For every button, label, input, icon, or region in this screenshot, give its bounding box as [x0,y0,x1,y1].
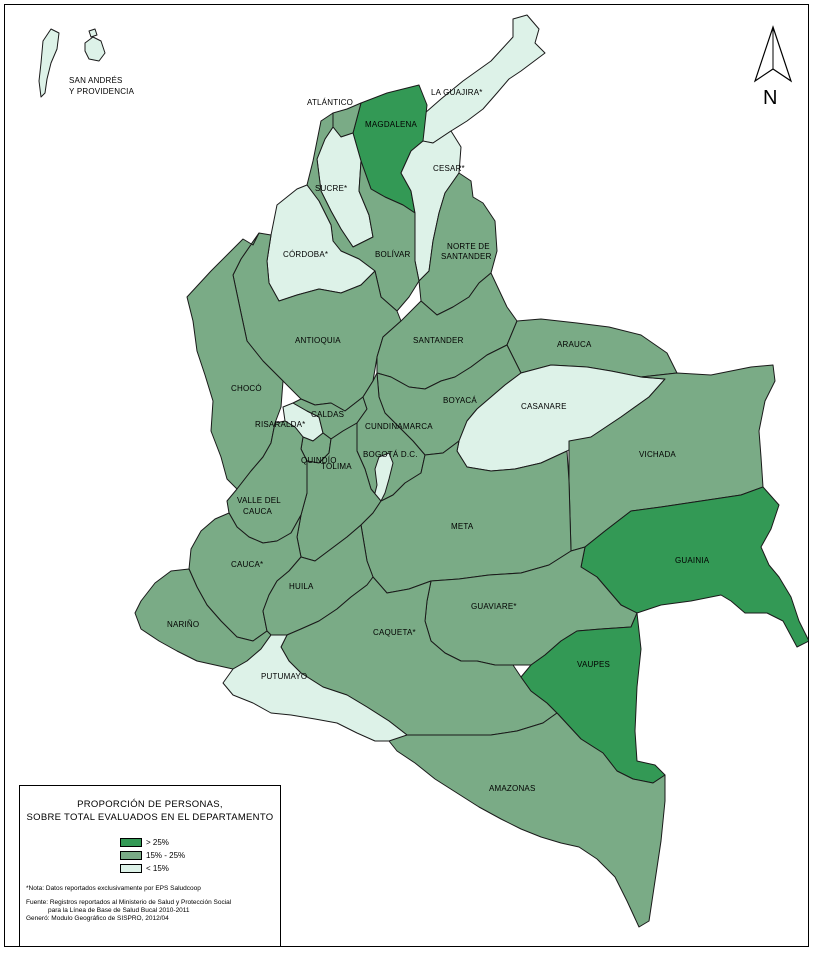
label-narino: NARIÑO [167,620,199,629]
legend-item-high: > 25% [120,836,280,849]
label-putumayo: PUTUMAYO [261,672,307,681]
label-cundinamarca: CUNDINAMARCA [365,422,433,431]
region-antioquia[interactable] [232,232,402,412]
region-san-andres[interactable] [38,28,60,98]
label-choco: CHOCÓ [231,384,262,393]
legend-note: *Nota: Datos reportados exclusivamente p… [26,885,201,892]
legend-label-low: < 15% [146,864,169,873]
label-quindio: QUINDÍO [301,456,337,465]
region-putumayo[interactable] [222,634,408,742]
legend-swatch-mid [120,851,142,860]
label-boyaca: BOYACÁ [443,396,477,405]
label-cordoba: CÓRDOBA* [283,250,328,259]
region-choco[interactable] [186,232,284,490]
region-la-guajira[interactable] [420,14,546,144]
label-bogota: BOGOTÁ D.C. [363,450,418,459]
legend-item-mid: 15% - 25% [120,849,280,862]
legend-label-mid: 15% - 25% [146,851,186,860]
region-bogota[interactable] [372,452,394,506]
label-magdalena: MAGDALENA [365,120,417,129]
legend-item-low: < 15% [120,862,280,875]
label-vichada: VICHADA [639,450,676,459]
label-antioquia: ANTIOQUIA [295,336,341,345]
north-letter: N [763,87,778,109]
label-la-guajira: LA GUAJIRA* [431,88,483,97]
label-vaupes: VAUPES [577,660,610,669]
label-casanare: CASANARE [521,402,567,411]
region-amazonas[interactable] [388,712,666,928]
legend: PROPORCIÓN DE PERSONAS, SOBRE TOTAL EVAL… [19,785,281,946]
label-caldas: CALDAS [311,410,344,419]
label-huila: HUILA [289,582,314,591]
legend-label-high: > 25% [146,838,169,847]
legend-title-line2: SOBRE TOTAL EVALUADOS EN EL DEPARTAMENTO [26,812,274,823]
label-guainia: GUAINIA [675,556,710,565]
legend-source-line2: para la Línea de Base de Salud Bucal 201… [48,907,190,914]
legend-source-line1: Fuente: Registros reportados al Minister… [26,899,232,906]
label-risaralda: RISARALDA* [255,420,305,429]
legend-items: > 25% 15% - 25% < 15% [120,836,280,875]
legend-swatch-high [120,838,142,847]
legend-title: PROPORCIÓN DE PERSONAS, SOBRE TOTAL EVAL… [20,798,280,824]
label-sucre: SUCRE* [315,184,347,193]
region-providencia[interactable] [84,36,106,62]
label-amazonas: AMAZONAS [489,784,536,793]
label-cesar: CESAR* [433,164,465,173]
label-atlantico: ATLÁNTICO [307,98,353,107]
legend-title-line1: PROPORCIÓN DE PERSONAS, [77,799,223,810]
region-vaupes[interactable] [520,612,666,784]
label-caqueta: CAQUETA* [373,628,416,637]
legend-source: Fuente: Registros reportados al Minister… [26,899,280,923]
region-providencia-small[interactable] [88,28,98,38]
label-meta: META [451,522,474,531]
label-bolivar: BOLÍVAR [375,250,411,259]
legend-source-line3: Generó: Modulo Geográfico de SISPRO, 201… [26,915,169,922]
label-cauca: CAUCA* [231,560,263,569]
label-arauca: ARAUCA [557,340,592,349]
label-santander: SANTANDER [413,336,464,345]
label-guaviare: GUAVIARE* [471,602,517,611]
legend-swatch-low [120,864,142,873]
north-arrow-icon [753,25,793,83]
label-tolima: TOLIMA [321,462,352,471]
